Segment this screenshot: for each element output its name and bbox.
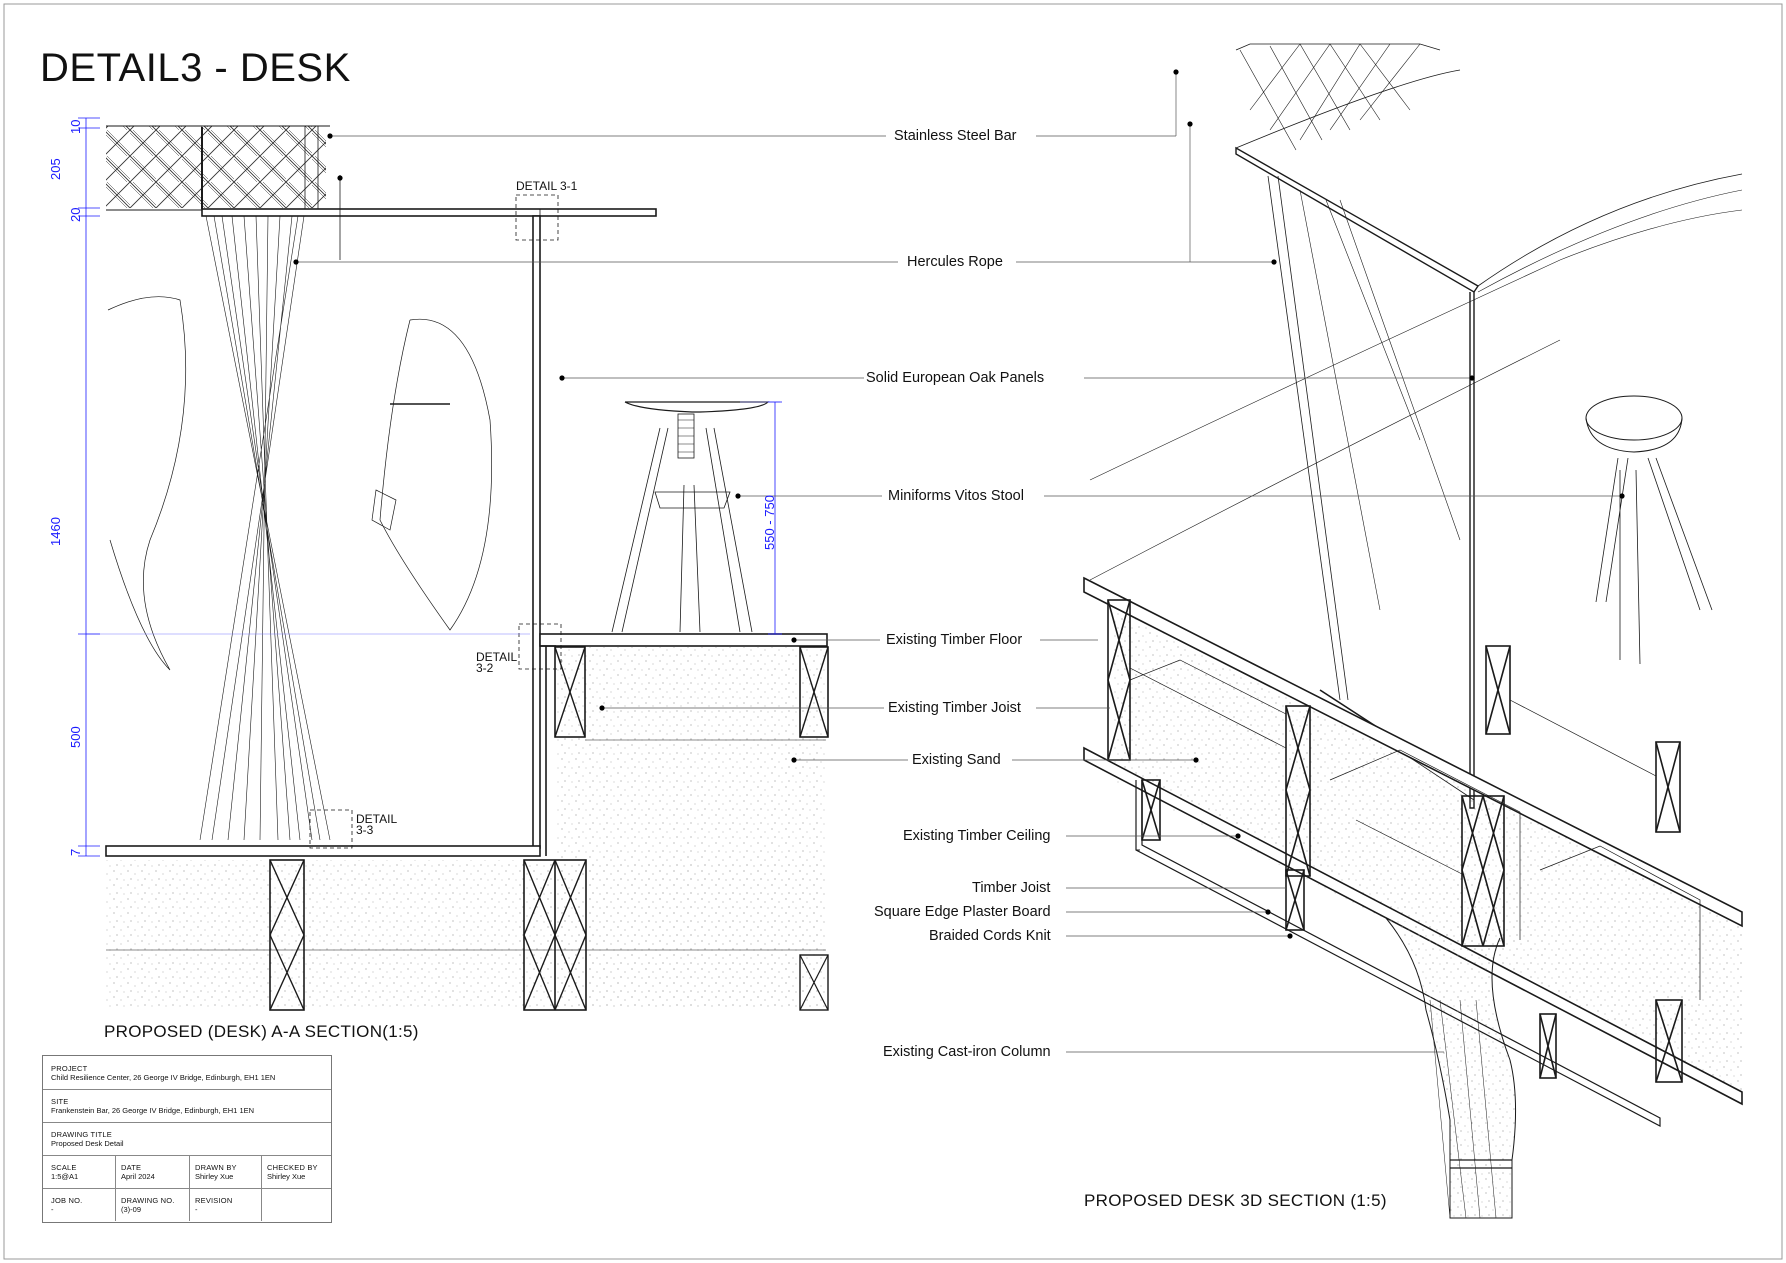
checked-by-label: CHECKED BY [267, 1163, 318, 1172]
label-hercules-rope: Hercules Rope [907, 254, 1003, 270]
title-block-drawing-title-row: DRAWING TITLE Proposed Desk Detail [43, 1122, 331, 1156]
scale-value: 1:5@A1 [51, 1172, 79, 1181]
dim-205: 205 [48, 158, 63, 180]
scale-label: SCALE [51, 1163, 77, 1172]
detail-3-3-number: 3-3 [356, 823, 374, 837]
title-block-job-row: JOB NO. - DRAWING NO. (3)-09 REVISION - [43, 1188, 331, 1221]
drawing-no-value: (3)-09 [121, 1205, 142, 1214]
title-block-project-row: PROJECT Child Resilience Center, 26 Geor… [43, 1056, 331, 1090]
drawn-by-label: DRAWN BY [195, 1163, 237, 1172]
label-stainless-steel-bar: Stainless Steel Bar [894, 128, 1017, 144]
date-value: April 2024 [121, 1172, 155, 1181]
dim-550-750: 550 - 750 [762, 495, 777, 550]
3d-section [1083, 43, 1743, 1219]
label-cast-iron-column: Existing Cast-iron Column [883, 1044, 1051, 1060]
revision-value: - [195, 1205, 198, 1214]
title-block-scale-row: SCALE 1:5@A1 DATE April 2024 DRAWN BY Sh… [43, 1155, 331, 1189]
checked-by-value: Shirley Xue [267, 1172, 306, 1181]
project-value: Child Resilience Center, 26 George IV Br… [51, 1073, 276, 1082]
label-timber-ceiling: Existing Timber Ceiling [903, 828, 1051, 844]
sheet-border [3, 3, 1783, 1260]
date-label: DATE [121, 1163, 142, 1172]
title-block: PROJECT Child Resilience Center, 26 Geor… [42, 1055, 332, 1223]
job-no-label: JOB NO. [51, 1196, 83, 1205]
dim-500: 500 [68, 726, 83, 748]
site-label: SITE [51, 1097, 69, 1106]
label-braided-cords: Braided Cords Knit [929, 928, 1051, 944]
dim-20: 20 [68, 207, 83, 222]
job-no-value: - [51, 1205, 54, 1214]
detail-3-2-number: 3-2 [476, 661, 494, 675]
title-block-site-row: SITE Frankenstein Bar, 26 George IV Brid… [43, 1089, 331, 1123]
dim-7: 7 [68, 848, 83, 856]
label-timber-joist: Existing Timber Joist [888, 700, 1021, 716]
title-block-divider [189, 1155, 190, 1221]
label-plaster-board: Square Edge Plaster Board [874, 904, 1051, 920]
label-vitos-stool: Miniforms Vitos Stool [888, 488, 1024, 504]
detail-3-1-callout: DETAIL 3-1 [516, 179, 578, 193]
detail-3-2-callout: DETAIL [476, 650, 518, 664]
dim-10: 10 [68, 119, 83, 134]
page-title: DETAIL3 - DESK [40, 46, 351, 90]
title-block-divider [115, 1155, 116, 1221]
caption-aa-section: PROPOSED (DESK) A-A SECTION(1:5) [104, 1022, 419, 1041]
drawing-title-label: DRAWING TITLE [51, 1130, 112, 1139]
revision-label: REVISION [195, 1196, 233, 1205]
label-timber-floor: Existing Timber Floor [886, 632, 1023, 648]
site-value: Frankenstein Bar, 26 George IV Bridge, E… [51, 1106, 255, 1115]
detail-3-3-callout: DETAIL [356, 812, 398, 826]
aa-section [86, 125, 829, 1011]
label-solid-oak-panels: Solid European Oak Panels [866, 370, 1045, 386]
dim-1460: 1460 [48, 517, 63, 546]
drawing-title-value: Proposed Desk Detail [51, 1139, 124, 1148]
drawing-no-label: DRAWING NO. [121, 1196, 175, 1205]
caption-3d-section: PROPOSED DESK 3D SECTION (1:5) [1084, 1191, 1387, 1210]
label-timber-joist-2: Timber Joist [972, 880, 1051, 896]
leader-lines [296, 72, 1622, 1053]
project-label: PROJECT [51, 1064, 88, 1073]
leader-dots [293, 69, 1625, 939]
label-existing-sand: Existing Sand [912, 752, 1001, 768]
drawn-by-value: Shirley Xue [195, 1172, 234, 1181]
dimension-chain [78, 117, 782, 857]
title-block-divider [261, 1155, 262, 1221]
